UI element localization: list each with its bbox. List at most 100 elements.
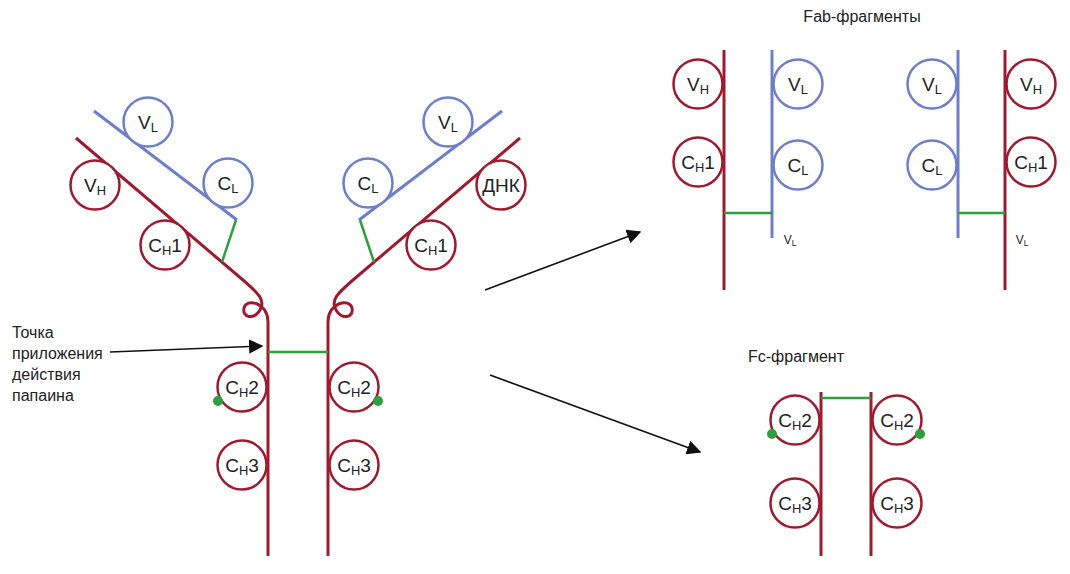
symbol-subscript: H: [428, 243, 437, 258]
domain-label: CH1: [414, 236, 448, 255]
symbol-letter: V: [138, 112, 151, 133]
domain-ring: [407, 221, 456, 270]
glycan-dot: [373, 396, 383, 406]
domain-label: VH: [84, 176, 106, 195]
disulfide-bond: [821, 397, 871, 400]
symbol-subscript: L: [151, 120, 158, 135]
symbol-number: 3: [248, 455, 259, 476]
symbol-number: 2: [801, 410, 812, 431]
domain-ring: [204, 159, 253, 208]
domain-circle: CL: [906, 139, 958, 191]
symbol-subscript: H: [695, 160, 704, 175]
label-box: VL: [1016, 232, 1029, 250]
symbol-letter: V: [922, 74, 935, 95]
domain-ring: [424, 98, 473, 147]
symbol-subscript: H: [700, 82, 709, 97]
symbol-number: 3: [903, 493, 914, 514]
domain-circle: CH1: [139, 219, 191, 271]
domain-ring: [124, 98, 173, 147]
symbol-number: 1: [171, 235, 182, 256]
symbol-letter: C: [681, 152, 695, 173]
domain-circle: CH3: [216, 439, 268, 491]
domain-ring: [771, 479, 820, 528]
disulfide-bond: [222, 220, 236, 262]
symbol-subscript: H: [239, 463, 248, 478]
domain-circle: VH: [1005, 58, 1057, 110]
domain-circle: CH1: [1005, 136, 1057, 188]
domain-circle: CH1: [405, 219, 457, 271]
symbol-letter: C: [337, 377, 351, 398]
domain-label: CH2: [225, 378, 259, 397]
disulfide-bond: [360, 220, 374, 262]
symbol-letter: C: [225, 377, 239, 398]
symbol-letter: C: [218, 173, 232, 194]
domain-label: VL: [138, 113, 158, 132]
domain-circle: ДНК: [475, 159, 527, 211]
domain-circle: VL: [122, 96, 174, 148]
process-arrow: [490, 375, 700, 452]
symbol-letter: V: [784, 233, 792, 247]
text-label: Точка приложения действия папаина: [12, 322, 112, 406]
domain-circle: VH: [69, 159, 121, 211]
text-label: VL: [784, 232, 797, 250]
symbol-number: 2: [360, 377, 371, 398]
symbol-subscript: H: [894, 501, 903, 516]
label-box: Точка приложения действия папаина: [12, 322, 112, 406]
symbol-subscript: H: [351, 385, 360, 400]
symbol-number: 1: [704, 152, 715, 173]
symbol-number: 3: [801, 493, 812, 514]
domain-label: VL: [438, 113, 458, 132]
symbol-letter: V: [438, 112, 451, 133]
symbol-subscript: H: [162, 243, 171, 258]
symbol-subscript: H: [792, 501, 801, 516]
domain-label: CH1: [681, 153, 715, 172]
domain-label: VH: [1020, 75, 1042, 94]
label-box: Fc-фрагмент: [748, 346, 844, 367]
domain-circle: CH2: [216, 361, 268, 413]
domain-label: CH1: [1014, 153, 1048, 172]
symbol-subscript: L: [371, 181, 378, 196]
domain-ring: [477, 161, 526, 210]
domain-ring: [330, 363, 379, 412]
symbol-subscript: H: [894, 418, 903, 433]
symbol-letter: V: [1016, 233, 1024, 247]
symbol-subscript: L: [231, 181, 238, 196]
symbol-letter: V: [84, 175, 97, 196]
domain-circle: CL: [202, 157, 254, 209]
process-arrow: [485, 232, 640, 290]
domain-circle: CH3: [328, 439, 380, 491]
domain-ring: [674, 60, 723, 109]
symbol-letter: C: [1014, 152, 1028, 173]
domain-ring: [218, 441, 267, 490]
domain-circle: VL: [422, 96, 474, 148]
symbol-letter: V: [788, 74, 801, 95]
domain-circle: VL: [906, 58, 958, 110]
domain-ring: [873, 396, 922, 445]
symbol-subscript: H: [792, 418, 801, 433]
domain-circle: CH3: [769, 477, 821, 529]
disulfide-bond: [958, 212, 1005, 215]
symbol-subscript: L: [935, 82, 942, 97]
domain-circle: VL: [772, 58, 824, 110]
domain-circle: CL: [772, 139, 824, 191]
domain-circle: CH2: [328, 361, 380, 413]
domain-ring: [908, 141, 957, 190]
text-label: Fab-фрагменты: [803, 6, 920, 27]
domain-label: CH3: [880, 494, 914, 513]
domain-circle: CH2: [871, 394, 923, 446]
symbol-number: 3: [360, 455, 371, 476]
symbol-subscript: L: [801, 163, 808, 178]
symbol-letter: C: [148, 235, 162, 256]
domain-circle: CH2: [769, 394, 821, 446]
domain-ring: [1007, 60, 1056, 109]
text-label: Fc-фрагмент: [748, 346, 844, 367]
domain-label: CH1: [148, 236, 182, 255]
disulfide-bond: [724, 212, 772, 215]
glycan-dot: [213, 396, 223, 406]
symbol-letter: C: [922, 155, 936, 176]
domain-label: CL: [358, 174, 379, 193]
glycan-dot: [915, 429, 925, 439]
symbol-number: 1: [1037, 152, 1048, 173]
symbol-letter: C: [778, 493, 792, 514]
